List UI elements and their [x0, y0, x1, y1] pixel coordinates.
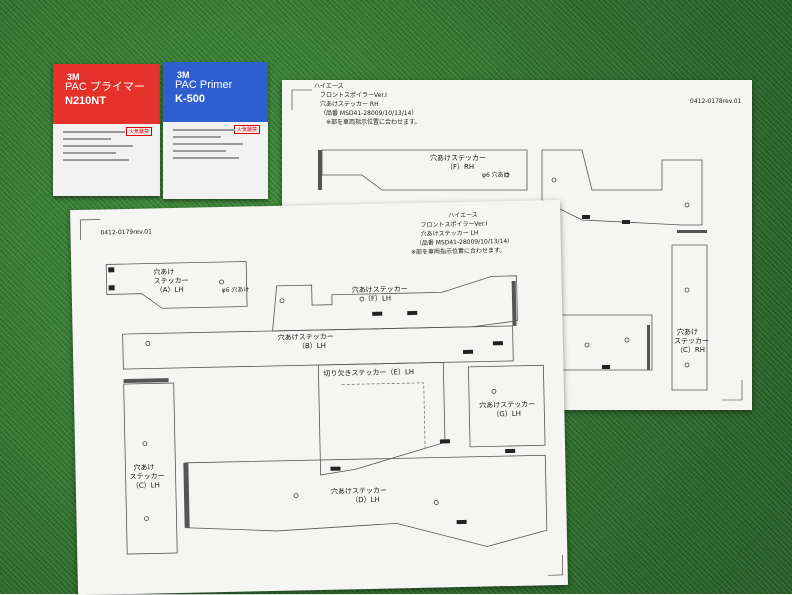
- part-b-sub: （B）LH: [298, 342, 326, 351]
- part-g-label: 穴あけステッカー: [479, 400, 535, 409]
- primer-packet-red: 3M PAC プライマー N210NT 火気厳禁: [53, 64, 160, 196]
- part-c-label-2: ステッカー: [674, 337, 709, 345]
- packet-model: N210NT: [65, 95, 106, 107]
- part-a-label: 穴あけ: [153, 268, 174, 276]
- packet-fine-print: [63, 126, 151, 188]
- sheet-title-1: ハイエース: [448, 212, 478, 220]
- sticker-sheet-lh: 0412-0179rev.01 ハイエース フロントスポイラーVer.Ⅰ 穴あけ…: [70, 200, 568, 595]
- part-d-sub: （D）LH: [351, 496, 380, 505]
- part-c-label: 穴あけ: [133, 463, 154, 471]
- hole-note: φ6 穴あけ: [482, 172, 510, 179]
- alignment-bar: [183, 463, 189, 528]
- part-d-label: 穴あけステッカー: [331, 487, 387, 496]
- sheet-title-2: フロントスポイラーVer.Ⅰ: [320, 92, 387, 99]
- packet-model: K-500: [175, 93, 205, 105]
- sheet-title-4: （品番 MSD41-28009/10/13/14）: [320, 110, 417, 117]
- primer-packet-blue: 3M PAC Primer K-500 火気厳禁: [163, 62, 268, 199]
- part-g-sub: （G）LH: [492, 410, 521, 419]
- part-f-label: 穴あけステッカー: [352, 285, 408, 294]
- sheet-code: 0412-0179rev.01: [100, 228, 151, 236]
- part-b-label: 穴あけステッカー: [278, 333, 334, 342]
- part-c-label: 穴あけ: [677, 328, 698, 336]
- part-f-sub: （F）RH: [446, 163, 474, 171]
- part-a-label-2: ステッカー: [153, 277, 188, 286]
- part-c-label-2: ステッカー: [130, 472, 165, 481]
- sheet-title-1: ハイエース: [314, 83, 344, 90]
- part-f-label: 穴あけステッカー: [430, 154, 486, 162]
- alignment-bar: [318, 150, 322, 190]
- packet-title: PAC プライマー: [65, 82, 145, 94]
- part-c-sub: （C）LH: [132, 481, 160, 490]
- packet-fine-print: [173, 124, 261, 186]
- packet-title: PAC Primer: [175, 80, 232, 92]
- sheet-title-3: 穴あけステッカー LH: [421, 230, 479, 238]
- sheet-lh-diagram: [70, 200, 568, 595]
- sheet-title-3: 穴あけステッカー RH: [320, 101, 379, 108]
- sheet-code: 0412-0178rev.01: [690, 98, 741, 105]
- part-c-sub: （C）RH: [676, 346, 705, 354]
- part-a-sub: （A）LH: [156, 286, 184, 295]
- hole-note: φ6 穴あけ: [222, 286, 250, 294]
- part-f-sub: （F）LH: [364, 294, 391, 303]
- sheet-title-2: フロントスポイラーVer.Ⅰ: [420, 220, 487, 229]
- sheet-title-5: ※部を車両指示位置に合わせます。: [326, 119, 420, 126]
